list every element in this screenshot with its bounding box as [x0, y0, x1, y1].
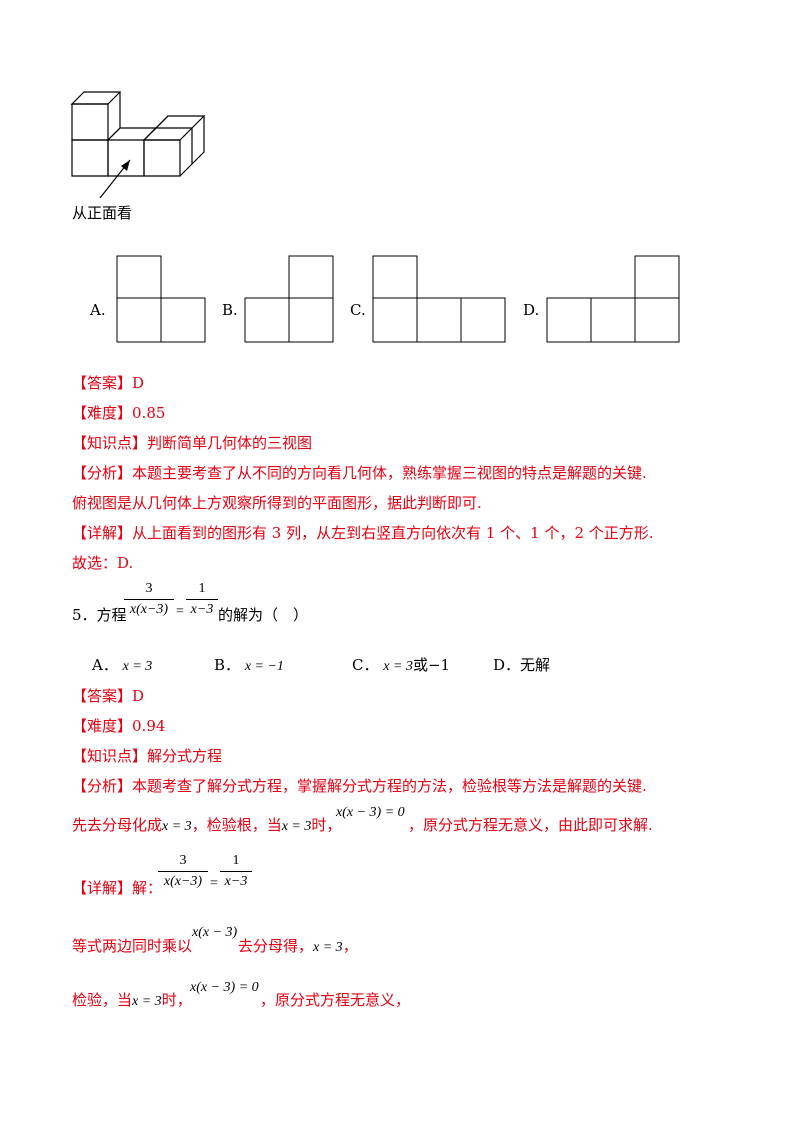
q5-knowledge: 【知识点】解分式方程 — [72, 747, 223, 765]
q5-step-1-expr: x(x − 3) — [192, 925, 238, 940]
q5-option-a: A． x = 3 — [92, 656, 153, 674]
option-a-label: A. — [90, 301, 106, 319]
q5-difficulty: 【难度】0.94 — [72, 717, 166, 735]
q5-analysis-2: 先去分母化成x = 3，检验根，当x = 3时， — [72, 816, 342, 834]
q4-detail-2: 故选：D. — [72, 554, 134, 572]
option-d-view — [545, 254, 685, 344]
q5-stem-suffix: 的解为（ ） — [218, 606, 309, 624]
q5-equals: = — [176, 604, 184, 619]
q4-knowledge: 【知识点】判断简单几何体的三视图 — [72, 434, 313, 452]
q5-step-1-tail: 去分母得，x = 3， — [238, 937, 358, 955]
q5-answer: 【答案】D — [72, 687, 145, 705]
q5-analysis: 【分析】本题考查了解分式方程，掌握解分式方程的方法，检验根等方法是解题的关键. — [72, 777, 647, 795]
option-b-label: B. — [222, 301, 238, 319]
option-c-label: C. — [350, 301, 366, 319]
q5-step-2: 检验，当x = 3时， — [72, 991, 192, 1009]
q4-analysis-2: 俯视图是从几何体上方观察所得到的平面图形，据此判断即可. — [72, 494, 482, 512]
option-b-view — [243, 254, 338, 344]
q5-step-2-tail: ，原分式方程无意义， — [260, 991, 411, 1009]
q4-difficulty: 【难度】0.85 — [72, 404, 166, 422]
q5-analysis-2-tail: ，原分式方程无意义，由此即可求解. — [408, 816, 653, 834]
option-c-view — [371, 254, 511, 344]
q4-detail: 【详解】从上面看到的图形有 3 列，从左到右竖直方向依次有 1 个、1 个，2 … — [72, 524, 654, 542]
q5-option-c: C． x = 3或−1 — [352, 656, 451, 674]
q5-step-2-expr: x(x − 3) = 0 — [190, 980, 259, 995]
q5-detail-equals: = — [210, 876, 218, 891]
q5-stem-prefix: 5．方程 — [72, 606, 127, 624]
q4-answer: 【答案】D — [72, 374, 145, 392]
q5-analysis-2-expr: x(x − 3) = 0 — [336, 805, 405, 820]
q4-analysis: 【分析】本题主要考查了从不同的方向看几何体，熟练掌握三视图的特点是解题的关键. — [72, 464, 647, 482]
option-d-label: D. — [523, 301, 540, 319]
q5-detail: 【详解】解： — [72, 879, 163, 897]
cube-figure — [60, 88, 210, 198]
q5-option-d: D．无解 — [493, 656, 551, 674]
figure-caption: 从正面看 — [72, 204, 133, 222]
option-a-view — [115, 254, 210, 344]
q5-step-1: 等式两边同时乘以 — [72, 937, 193, 955]
q5-option-b: B． x = −1 — [214, 656, 284, 674]
